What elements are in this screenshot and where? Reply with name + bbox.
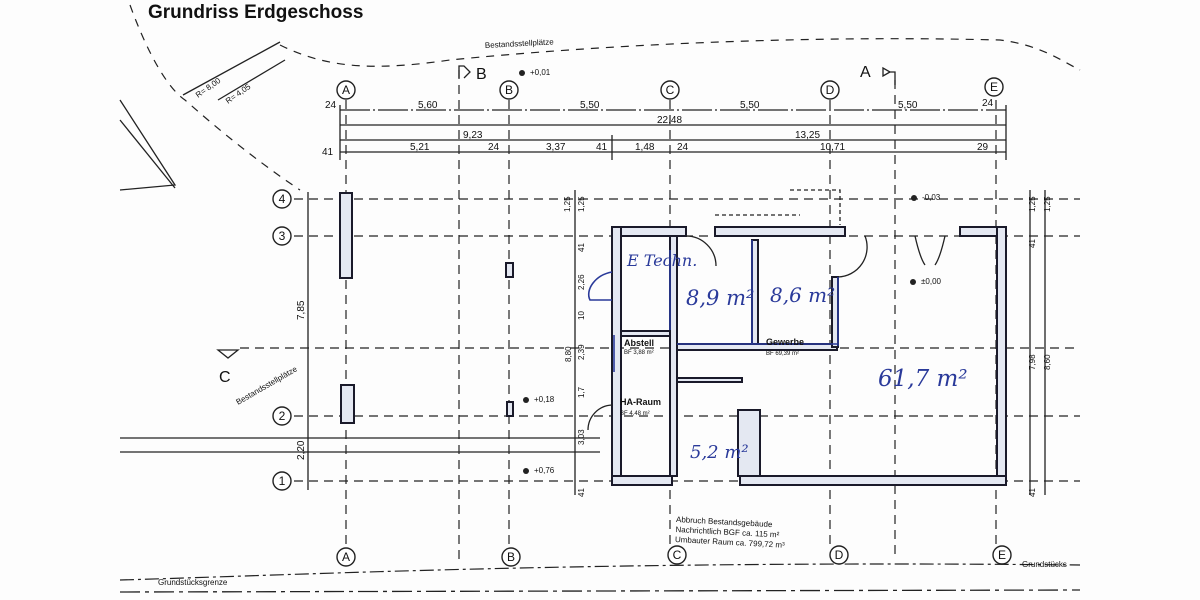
dim-41-c: 41 (596, 142, 608, 153)
section-mark-b: B (476, 66, 487, 83)
demolition-note: Abbruch Bestandsgebäude Nachrichtlich BG… (675, 515, 785, 550)
room-name-gewerbe: Gewerbe (766, 337, 804, 347)
axis-bubble-a-bottom: A (342, 550, 350, 564)
axis-bubble-d-bottom: D (835, 548, 844, 562)
dim-mid-239: 2,39 (577, 344, 586, 360)
handwritten-markup (588, 240, 839, 372)
axis-bubble-3: 3 (279, 229, 286, 243)
level-plus-0-76: +0,76 (534, 466, 555, 475)
handwritten-area-5-2: 5,2 m² (690, 442, 749, 463)
dimension-lines-top (339, 105, 1007, 160)
dim-top-24-left: 24 (325, 100, 337, 111)
dim-top-560: 5,60 (418, 100, 438, 111)
axis-bubble-1: 1 (279, 474, 286, 488)
dim-top-550-2: 5,50 (740, 100, 760, 111)
axis-bubble-c-bottom: C (673, 548, 682, 562)
dim-top-550-3: 5,50 (898, 100, 918, 111)
dim-148: 1,48 (635, 142, 655, 153)
dim-1071: 10,71 (820, 142, 845, 153)
axis-bubble-b-bottom: B (507, 550, 515, 564)
axis-bubble-4: 4 (279, 192, 286, 206)
axis-bubble-e-bottom: E (998, 548, 1006, 562)
parking-top-label: Bestandsstellplätze (485, 37, 555, 50)
dim-1325: 13,25 (795, 130, 820, 141)
room-area-abstell: BF 3,88 m² (624, 350, 654, 356)
dim-29: 29 (977, 142, 989, 153)
axis-bubble-a-top: A (342, 83, 350, 97)
dim-mid-41: 41 (577, 243, 586, 252)
axis-bubble-b-top: B (505, 83, 513, 97)
dimension-lines-left (307, 190, 1046, 495)
dim-mid-41-bottom: 41 (577, 488, 586, 497)
dim-24-c: 24 (677, 142, 689, 153)
dim-mid-880: 8,80 (564, 346, 573, 362)
dim-mid-125-b: 1,25 (577, 196, 586, 212)
level-plus-0-01: +0,01 (530, 68, 551, 77)
axis-bubbles: A B C D E A B C D E 4 3 2 1 (272, 77, 1012, 567)
dim-337: 3,37 (546, 142, 566, 153)
room-area-gewerbe: BF 69,39 m² (766, 351, 799, 357)
dim-mid-125-a: 1,25 (563, 196, 572, 212)
dim-top-550-1: 5,50 (580, 100, 600, 111)
dim-right-125-b: 1,25 (1043, 196, 1052, 212)
dim-right-41-bottom: 41 (1028, 488, 1037, 497)
parking-left-label: Bestandsstellplätze (235, 364, 300, 407)
room-name-abstell: Abstell (624, 338, 654, 348)
dim-right-860: 8,60 (1043, 354, 1052, 370)
dim-top-24-right: 24 (982, 98, 994, 109)
dim-right-798: 7,98 (1028, 354, 1037, 370)
axis-bubble-d-top: D (826, 83, 835, 97)
dim-right-125-a: 1,25 (1028, 196, 1037, 212)
dim-220: 2,20 (296, 440, 307, 460)
plan-title: Grundriss Erdgeschoss (148, 2, 363, 23)
level-0-00: ±0,00 (921, 277, 942, 286)
level-plus-0-18: +0,18 (534, 395, 555, 404)
dim-923: 9,23 (463, 130, 483, 141)
dim-785: 7,85 (296, 300, 307, 320)
handwritten-area-8-6: 8,6 m² (770, 283, 835, 307)
axis-bubble-2: 2 (279, 409, 286, 423)
dim-mid-303: 3,03 (577, 429, 586, 445)
dim-24-b: 24 (488, 142, 500, 153)
grid-axes (240, 70, 1080, 560)
section-marks: B A C (216, 64, 896, 386)
room-area-ha-raum: BF 4,48 m² (620, 411, 650, 417)
handwritten-tech: E Techn. (626, 251, 697, 270)
dim-right-41: 41 (1028, 239, 1037, 248)
level-minus-0-03: -0,03 (922, 193, 941, 202)
dim-521: 5,21 (410, 142, 430, 153)
property-line-label: Grundstücksgrenze (158, 578, 228, 587)
dim-mid-17: 1,7 (577, 386, 586, 398)
dim-mid-226: 2,26 (577, 274, 586, 290)
handwritten-area-61-7: 61,7 m² (878, 366, 968, 392)
building-walls (587, 189, 1007, 486)
dim-total-length: 22,48 (657, 115, 682, 126)
section-mark-a: A (860, 64, 871, 81)
room-name-ha-raum: HA-Raum (620, 397, 661, 407)
handwritten-area-8-9: 8,9 m² (686, 286, 754, 310)
site-boundary-lines (119, 4, 1081, 593)
axis-bubble-c-top: C (666, 83, 675, 97)
property-line-right-label: Grundstücks (1022, 560, 1067, 569)
axis-bubble-e-top: E (990, 80, 998, 94)
section-mark-c: C (219, 369, 231, 386)
existing-columns (339, 192, 514, 424)
dim-41-left: 41 (322, 147, 334, 158)
level-markers (519, 70, 917, 474)
radius-outer-label: R= 8,00 (194, 76, 223, 100)
dim-mid-10: 10 (577, 311, 586, 320)
